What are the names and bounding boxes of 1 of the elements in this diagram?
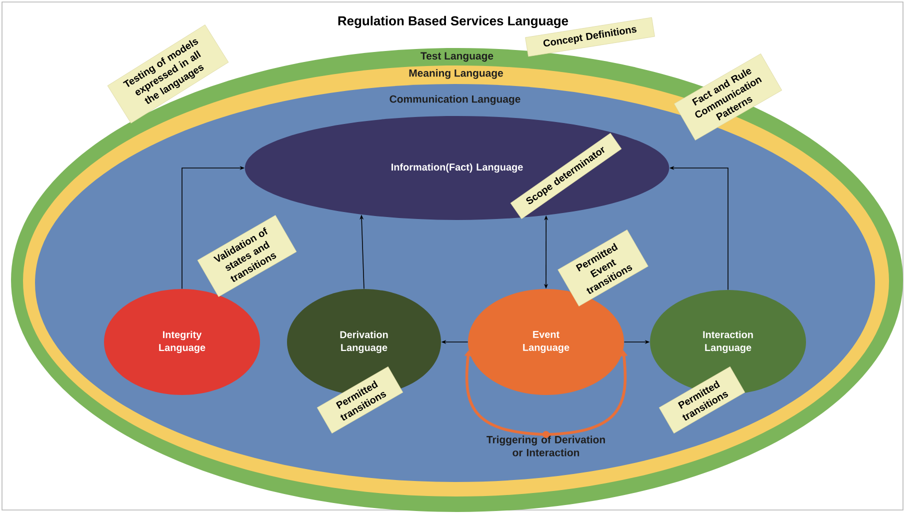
annotation-text: Triggering of Derivation or Interaction: [486, 436, 605, 456]
